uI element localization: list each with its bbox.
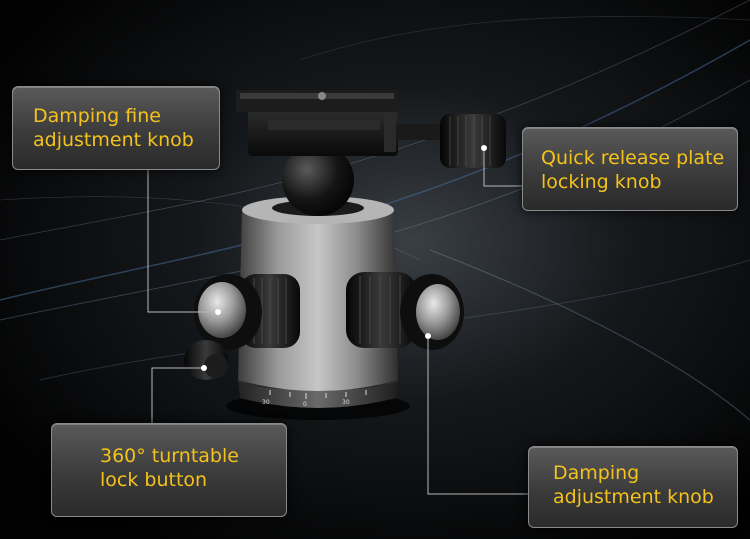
leader-damping-fine <box>147 170 218 313</box>
leader-damping <box>427 336 528 495</box>
callout-damping-fine-line1: Damping fine <box>33 105 161 127</box>
callout-turntable-line1: 360° turntable <box>100 445 239 467</box>
ball-head <box>184 90 506 420</box>
callout-damping-line1: Damping <box>553 462 640 484</box>
callout-turntable-lock-button: 360° turntable lock button <box>51 423 287 517</box>
callout-damping-line2: adjustment knob <box>553 486 714 508</box>
leader-turntable <box>151 367 204 423</box>
dial-label-left: 30 <box>262 399 270 406</box>
dial-label-zero: 0 <box>303 401 307 408</box>
callout-turntable-line2: lock button <box>100 469 208 491</box>
callout-quick-release-line2: locking knob <box>541 171 662 193</box>
dial-scale-labels: 30 0 30 <box>262 399 350 408</box>
callout-quick-release-line1: Quick release plate <box>541 147 725 169</box>
callout-damping-fine-knob: Damping fine adjustment knob <box>12 86 220 170</box>
callout-damping-knob: Damping adjustment knob <box>528 446 738 528</box>
callout-damping-fine-line2: adjustment knob <box>33 129 194 151</box>
dial-label-right: 30 <box>342 399 350 406</box>
callout-quick-release-knob: Quick release plate locking knob <box>522 127 738 211</box>
